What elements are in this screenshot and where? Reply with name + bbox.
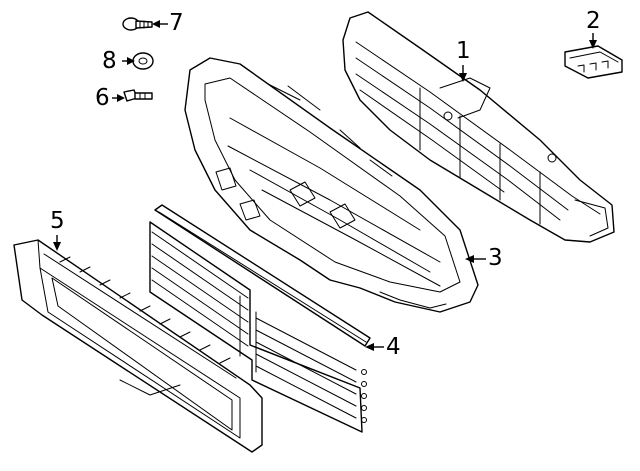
bolt-part[interactable] [123, 89, 153, 102]
callout-3: 3 [488, 245, 503, 271]
callout-7: 7 [169, 10, 184, 36]
leader-5 [53, 235, 61, 251]
leader-2 [589, 33, 597, 49]
callout-4: 4 [386, 334, 401, 360]
seal-strip-part[interactable] [154, 204, 371, 347]
leader-7 [152, 20, 168, 28]
nut-part[interactable] [132, 52, 154, 70]
screw-part[interactable] [122, 17, 153, 31]
callout-8: 8 [102, 48, 117, 74]
leader-3 [465, 255, 486, 263]
callout-2: 2 [586, 8, 601, 34]
leader-8 [122, 57, 135, 65]
air-deflector-part[interactable] [184, 57, 479, 313]
callout-5: 5 [50, 208, 65, 234]
shutter-vane-panel-part[interactable] [149, 221, 367, 433]
actuator-part[interactable] [564, 45, 623, 79]
leader-1 [459, 65, 467, 82]
air-shutter-assembly-part[interactable] [342, 11, 615, 243]
callout-6: 6 [95, 85, 110, 111]
leader-6 [112, 94, 125, 102]
callout-1: 1 [456, 38, 471, 64]
leader-4 [365, 343, 384, 351]
grille-frame-part[interactable] [13, 239, 263, 453]
